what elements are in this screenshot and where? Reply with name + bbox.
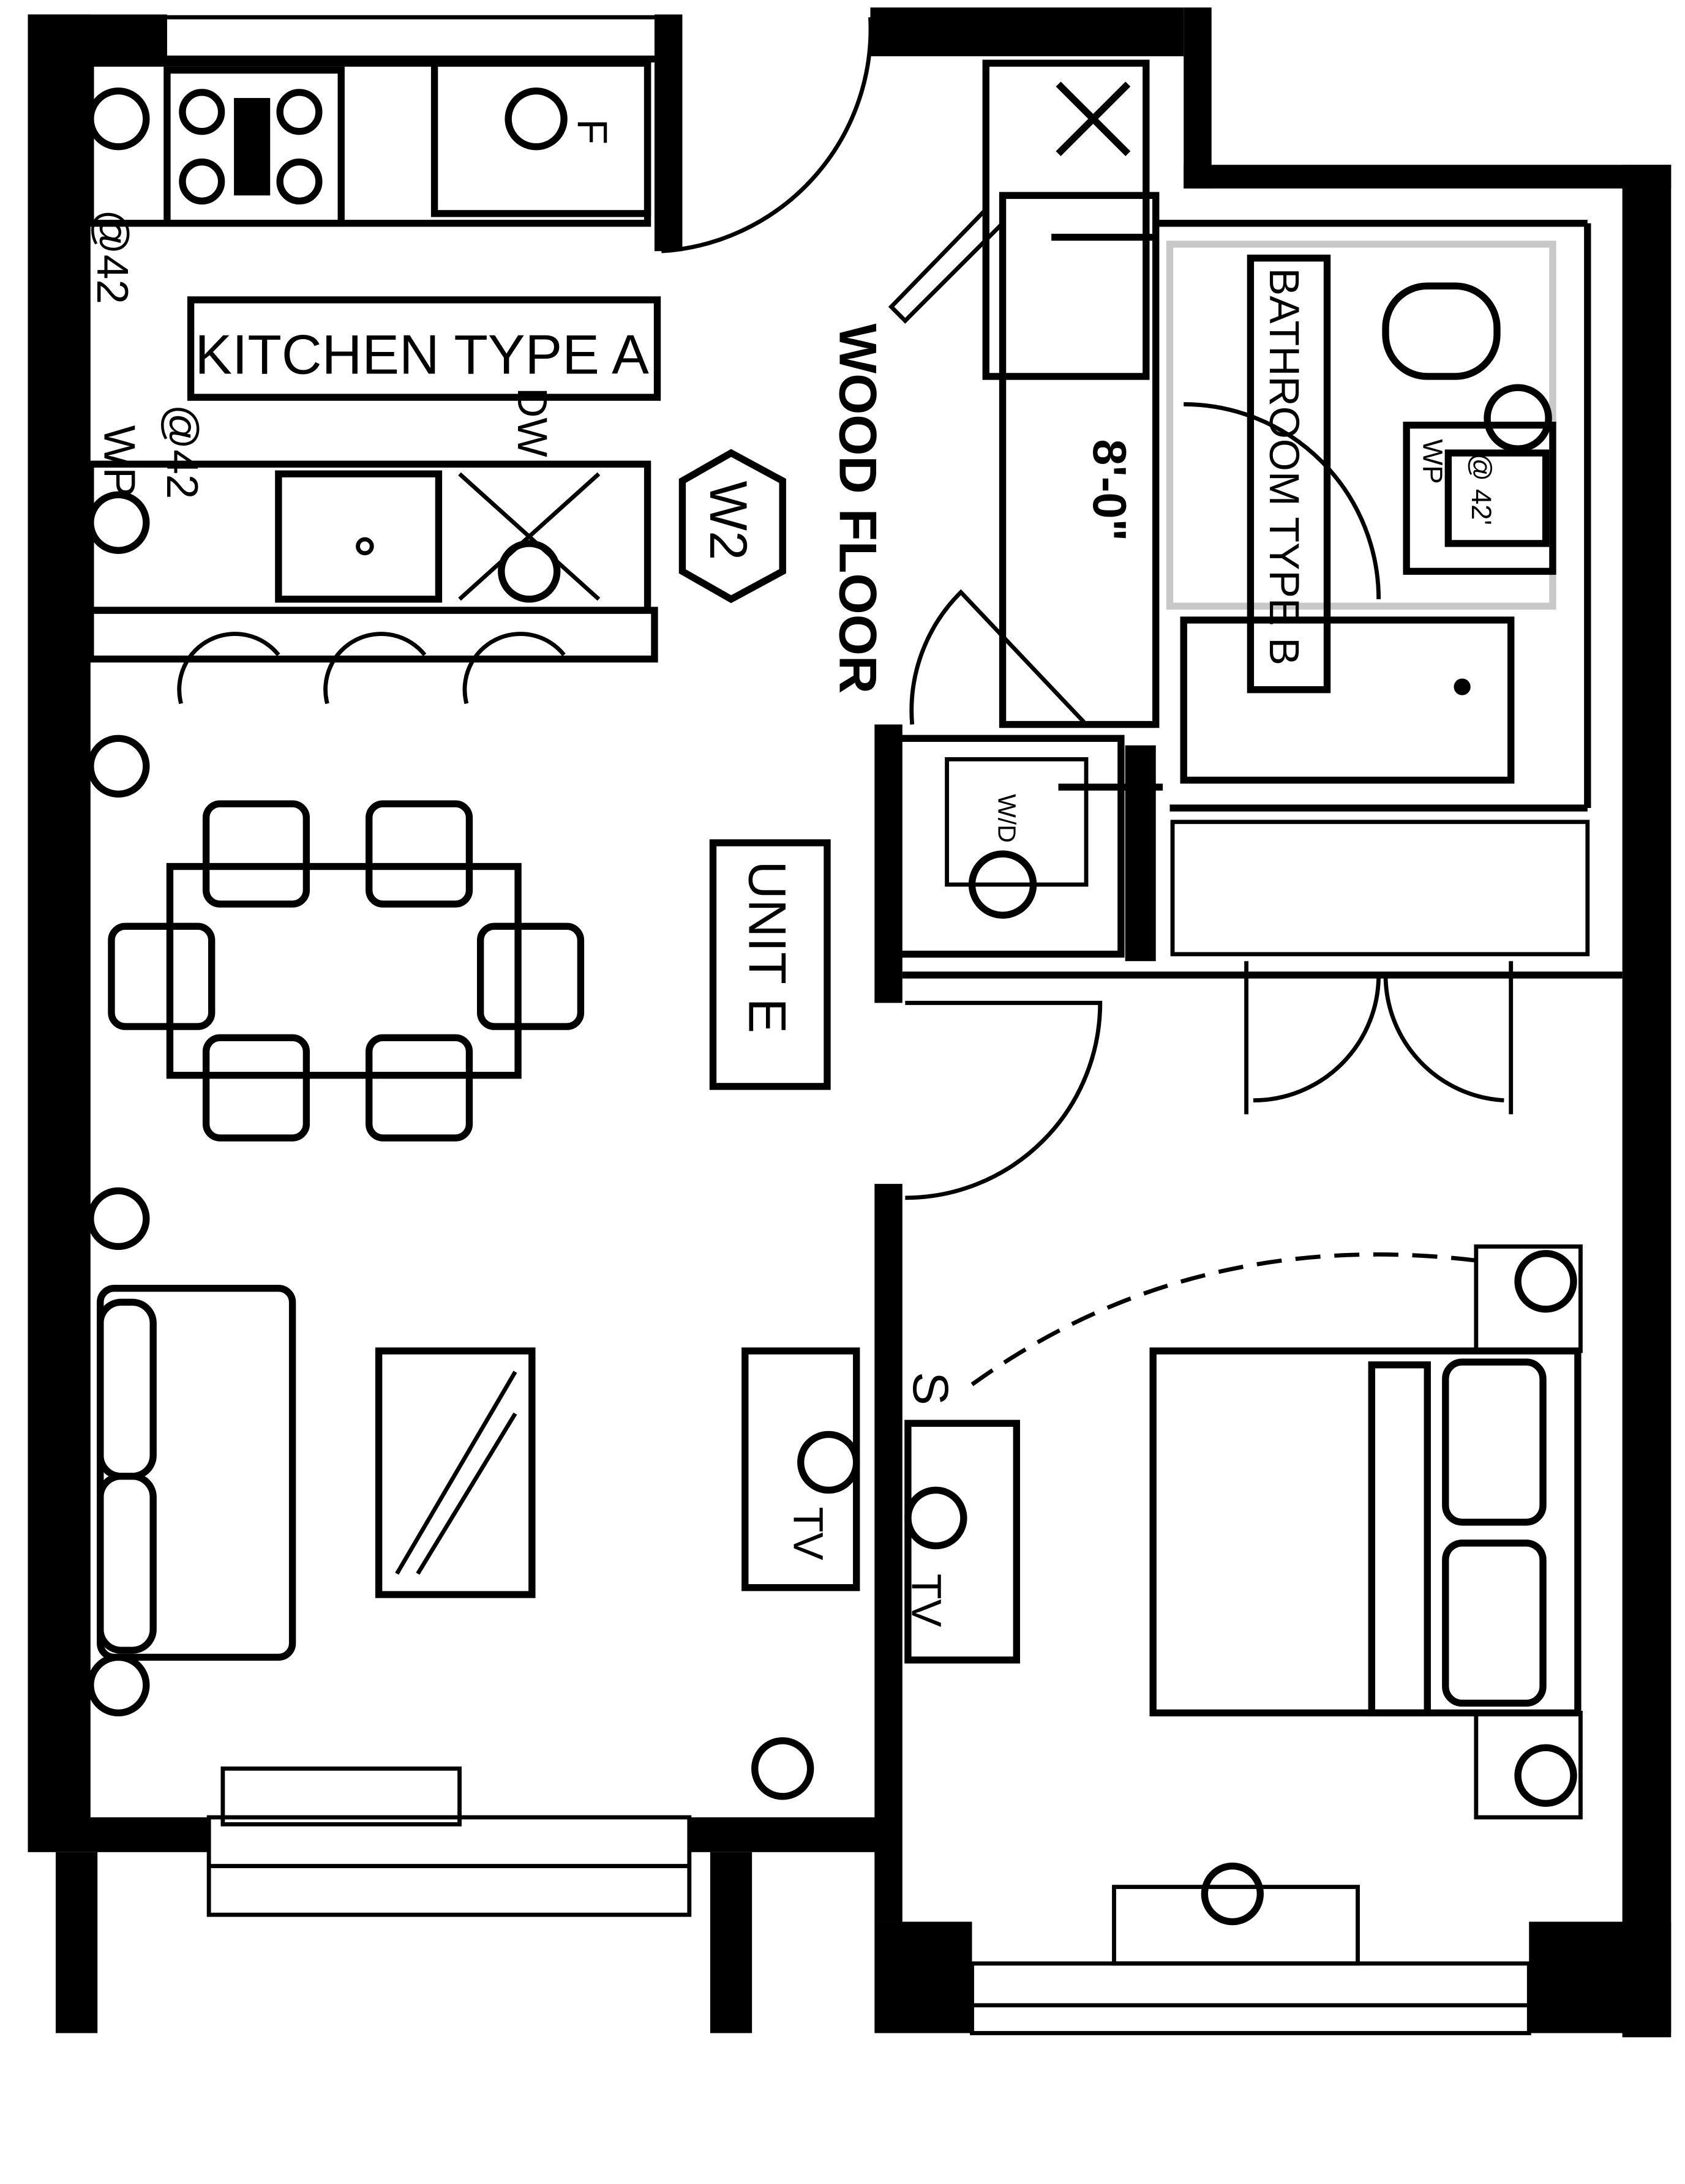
floor-label: WOOD FLOOR	[828, 324, 887, 694]
living	[87, 1187, 1020, 1800]
outlet-height-label: @ 42'	[1466, 453, 1497, 525]
fridge	[430, 59, 651, 217]
bathroom-label-box	[1247, 254, 1331, 694]
sink	[275, 470, 443, 603]
interior-walls	[874, 59, 1623, 1922]
sofa	[97, 1285, 296, 1661]
kitchen-label: KITCHEN TYPE A	[195, 324, 649, 386]
kitchen-label-box	[187, 296, 661, 401]
bedroom	[1149, 1244, 1583, 1926]
dimension-label: 8'-0"	[1083, 439, 1135, 541]
kitchen	[87, 59, 786, 705]
washer-dryer-label: W/D	[993, 794, 1021, 843]
wp-label: WP	[95, 425, 144, 497]
bed	[1149, 1347, 1582, 1717]
bathroom-label: BATHROOM TYPE B	[1261, 268, 1307, 665]
unit-label-box	[709, 839, 831, 1090]
tv-label: TV	[903, 1574, 950, 1628]
unit-label: UNIT E	[738, 861, 797, 1033]
wp-label: WP	[1417, 439, 1448, 484]
dishwasher-label: DW	[509, 387, 555, 457]
fridge-label: F	[569, 119, 615, 144]
range	[163, 66, 345, 227]
doors	[661, 17, 1504, 1394]
finish-tag-label: W2	[699, 481, 757, 561]
switch-label: S	[903, 1372, 958, 1405]
coffee-table	[375, 1347, 536, 1598]
tv-label: TV	[784, 1507, 831, 1561]
dining-set	[87, 735, 831, 1142]
outlet-symbol	[505, 88, 568, 151]
outlet-height-label: @42	[88, 209, 137, 304]
bathroom	[945, 233, 1556, 962]
finish-tag	[678, 449, 786, 604]
outlet-height-label: @42	[157, 404, 207, 499]
exterior-walls	[28, 7, 1672, 2038]
